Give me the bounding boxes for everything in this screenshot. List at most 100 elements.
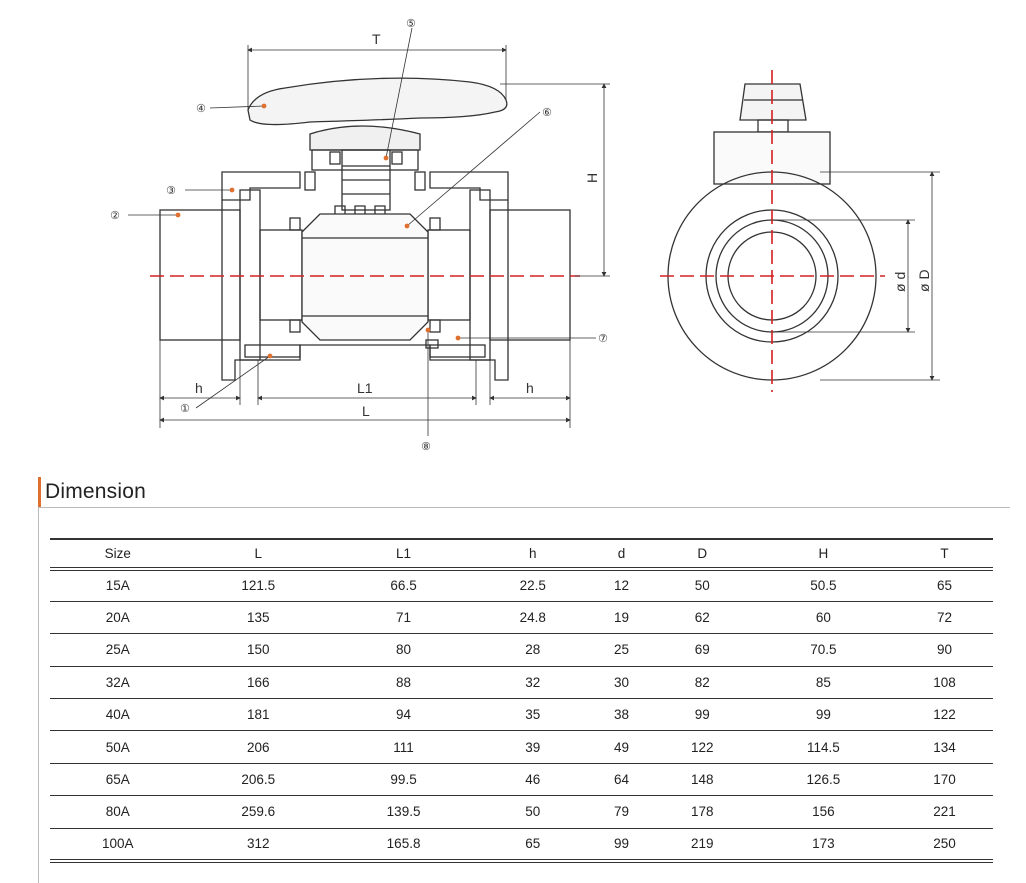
table-cell: 39: [525, 739, 541, 755]
table-cell: 70.5: [810, 642, 837, 658]
table-cell: 206: [246, 739, 270, 755]
table-cell: 32: [525, 674, 541, 690]
table-cell: 64: [614, 772, 630, 788]
table-row: 40A 181 94 35 38 99 99 122: [50, 699, 993, 731]
table-cell: 250: [933, 836, 956, 852]
table-cell: 173: [812, 836, 835, 852]
column-header-l1: L1: [330, 538, 477, 571]
table-cell: 156: [812, 804, 835, 820]
table-cell: 12: [614, 578, 630, 594]
size-cell: 40A: [105, 707, 130, 723]
table-cell: 65: [525, 836, 541, 852]
dim-phi-D-label: ø D: [916, 269, 932, 292]
table-cell: 99.5: [390, 772, 417, 788]
table-cell: 66.5: [390, 578, 417, 594]
table-cell: 35: [525, 707, 541, 723]
table-cell: 90: [937, 642, 953, 658]
table-cell: 25: [614, 642, 630, 658]
size-cell: 15A: [105, 578, 130, 594]
table-cell: 94: [396, 707, 412, 723]
table-row: 32A 166 88 32 30 82 85 108: [50, 666, 993, 699]
table-cell: 165.8: [386, 836, 421, 852]
callout-leaders: [128, 27, 596, 436]
size-cell: 20A: [105, 610, 130, 626]
table-cell: 99: [694, 707, 710, 723]
table-cell: 49: [614, 739, 630, 755]
column-header-size: Size: [50, 538, 186, 571]
callout-1: ①: [180, 402, 190, 415]
column-header-h: h: [476, 538, 590, 571]
table-cell: 80: [396, 642, 412, 658]
table-cell: 99: [815, 707, 831, 723]
side-dimension-lines: [772, 171, 940, 381]
handle-shape: [247, 77, 508, 126]
callout-6: ⑥: [542, 106, 552, 119]
table-cell: 50: [694, 578, 710, 594]
table-cell: 108: [933, 674, 956, 690]
table-cell: 181: [246, 707, 270, 723]
table-cell: 85: [815, 674, 831, 690]
table-cell: 219: [691, 836, 714, 852]
table-cell: 62: [694, 610, 710, 626]
column-header-h: H: [750, 538, 897, 571]
table-cell: 166: [246, 674, 270, 690]
table-cell: 28: [525, 642, 541, 658]
table-cell: 121.5: [241, 578, 276, 594]
dim-H-label: H: [584, 173, 600, 183]
dim-h-right-label: h: [526, 380, 534, 396]
column-header-d: d: [589, 538, 654, 571]
table-cell: 24.8: [519, 610, 546, 626]
table-cell: 135: [246, 610, 270, 626]
front-dimension-lines: [159, 45, 610, 428]
section-frame-left: [38, 507, 39, 883]
size-cell: 25A: [105, 642, 130, 658]
column-header-l: L: [185, 538, 331, 571]
table-cell: 30: [614, 674, 630, 690]
table-cell: 111: [393, 739, 414, 755]
table-cell: 122: [933, 707, 956, 723]
callout-7: ⑦: [598, 332, 608, 345]
table-cell: 82: [694, 674, 710, 690]
table-row: 50A 206 111 39 49 122 114.5 134: [50, 731, 993, 764]
callout-3: ③: [166, 184, 176, 197]
size-cell: 32A: [105, 674, 130, 690]
section-frame-top: [38, 507, 1010, 508]
table-cell: 134: [933, 739, 956, 755]
table-cell: 50.5: [810, 578, 837, 594]
valve-technical-drawing: T H h h L1 L ④ ⑤ ⑥ ③ ② ⑦ ① ⑧: [110, 17, 940, 453]
size-cell: 65A: [105, 772, 130, 788]
size-cell: 80A: [105, 804, 130, 820]
table-cell: 126.5: [806, 772, 841, 788]
size-cell: 100A: [102, 836, 134, 852]
table-cell: 79: [614, 804, 630, 820]
table-cell: 114.5: [807, 739, 840, 755]
table-cell: 150: [246, 642, 270, 658]
table-cell: 72: [937, 610, 953, 626]
table-cell: 122: [691, 739, 714, 755]
dim-L-label: L: [362, 403, 370, 419]
table-cell: 148: [691, 772, 714, 788]
table-cell: 88: [396, 674, 412, 690]
size-cell: 50A: [105, 739, 130, 755]
table-cell: 38: [614, 707, 630, 723]
dim-L1-label: L1: [357, 380, 373, 396]
table-cell: 206.5: [241, 772, 276, 788]
table-cell: 60: [815, 610, 831, 626]
callout-4: ④: [196, 102, 206, 115]
callout-2: ②: [110, 209, 120, 222]
leader-dots: [175, 103, 461, 359]
front-section-view: [159, 77, 571, 381]
table-cell: 71: [396, 610, 412, 626]
table-cell: 50: [525, 804, 541, 820]
column-header-d: D: [653, 538, 751, 571]
table-cell: 65: [937, 578, 953, 594]
table-cell: 178: [691, 804, 714, 820]
table-cell: 259.6: [241, 804, 276, 820]
column-header-t: T: [896, 538, 993, 571]
